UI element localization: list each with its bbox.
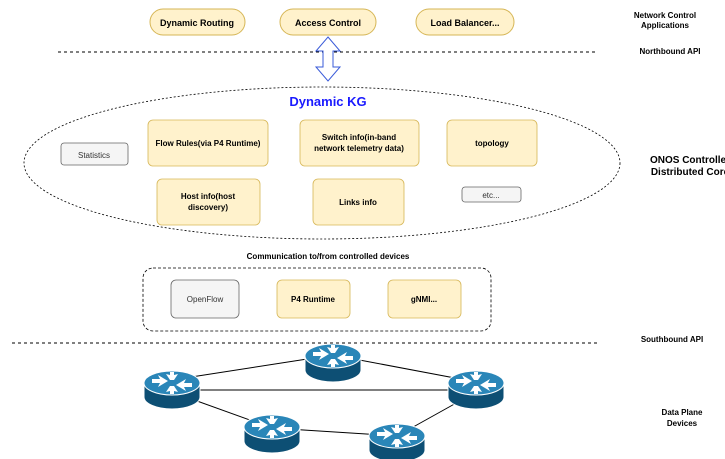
- gnmi-label: gNMI...: [411, 295, 437, 304]
- router-icon[interactable]: [447, 370, 505, 410]
- etc-box[interactable]: etc...: [461, 186, 522, 203]
- switch-info-box[interactable]: Switch info(in-band network telemetry da…: [299, 119, 420, 167]
- northbound-api-label: Northbound API: [639, 47, 700, 56]
- statistics-label: Statistics: [78, 151, 110, 160]
- onos-controller-label-line2: Distributed Core: [651, 167, 725, 178]
- dynamic-kg-title: Dynamic KG: [289, 94, 366, 109]
- topology-box[interactable]: topology: [446, 119, 538, 167]
- app-load-balancer-label: Load Balancer...: [430, 18, 499, 28]
- flow-rules-label: Flow Rules(via P4 Runtime): [156, 139, 261, 148]
- p4-runtime-box[interactable]: P4 Runtime: [276, 279, 351, 319]
- router-icon[interactable]: [243, 414, 301, 454]
- openflow-label: OpenFlow: [187, 295, 224, 304]
- openflow-box[interactable]: OpenFlow: [170, 279, 240, 319]
- links-info-label: Links info: [339, 198, 377, 207]
- switch-info-label-line1: Switch info(in-band: [322, 133, 396, 142]
- network-control-label-line2: Applications: [641, 21, 690, 30]
- switch-info-label-line2: network telemetry data): [314, 144, 404, 153]
- bidirectional-arrow-icon: [314, 36, 342, 82]
- app-dynamic-routing[interactable]: Dynamic Routing: [149, 8, 246, 36]
- app-load-balancer[interactable]: Load Balancer...: [415, 8, 515, 36]
- app-access-control[interactable]: Access Control: [279, 8, 377, 36]
- links-info-box[interactable]: Links info: [312, 178, 405, 226]
- host-info-box[interactable]: Host info(host discovery): [156, 178, 261, 226]
- data-plane-label-line1: Data Plane: [662, 408, 703, 417]
- host-info-label-line2: discovery): [188, 203, 228, 212]
- statistics-box[interactable]: Statistics: [60, 142, 129, 166]
- router-icon[interactable]: [304, 343, 362, 383]
- topology-label: topology: [475, 139, 509, 148]
- onos-controller-label-line1: ONOS Controller: [650, 155, 725, 166]
- gnmi-box[interactable]: gNMI...: [387, 279, 462, 319]
- communication-title: Communication to/from controlled devices: [247, 252, 410, 261]
- router-icon[interactable]: [143, 370, 201, 410]
- flow-rules-box[interactable]: Flow Rules(via P4 Runtime): [147, 119, 269, 167]
- p4-runtime-label: P4 Runtime: [291, 295, 336, 304]
- app-dynamic-routing-label: Dynamic Routing: [160, 18, 234, 28]
- router-icon[interactable]: [368, 423, 426, 459]
- network-control-label-line1: Network Control: [634, 11, 696, 20]
- app-access-control-label: Access Control: [295, 18, 361, 28]
- data-plane-label-line2: Devices: [667, 419, 698, 428]
- etc-label: etc...: [482, 191, 499, 200]
- host-info-label-line1: Host info(host: [181, 192, 236, 201]
- southbound-api-label: Southbound API: [641, 335, 703, 344]
